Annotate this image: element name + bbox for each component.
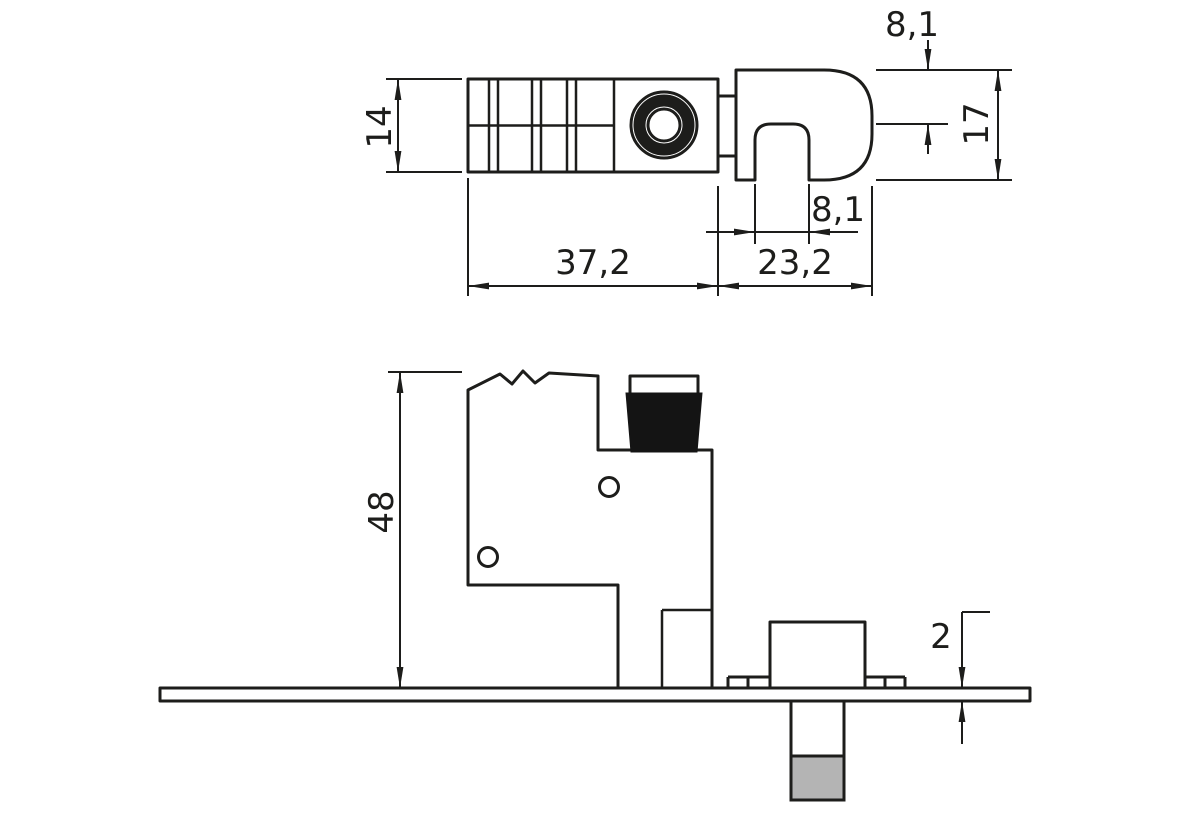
bolt-threaded-end xyxy=(789,754,846,802)
knob-cap xyxy=(628,374,700,396)
side-view xyxy=(158,369,1032,802)
hook xyxy=(716,68,874,182)
hook-outline xyxy=(734,68,874,182)
mounting-plate xyxy=(158,686,1032,703)
dim-label-overall-height: 48 xyxy=(362,490,402,534)
dim-label-hook-length: 23,2 xyxy=(757,243,833,283)
knob-body xyxy=(625,392,703,453)
hook-neck xyxy=(716,94,738,158)
adjustment-knob xyxy=(625,374,703,453)
clamp-block xyxy=(726,620,907,690)
top-view xyxy=(386,40,1012,296)
clamp-block-outline xyxy=(768,620,867,690)
top-view-dimensions xyxy=(386,40,1012,296)
dim-label-hook-gap: 8,1 xyxy=(810,190,866,230)
dim-label-hook-top-inset: 8,1 xyxy=(884,5,940,45)
dim-label-hook-height: 17 xyxy=(957,102,997,146)
dim-label-body-length: 37,2 xyxy=(555,243,631,283)
bushing-bore xyxy=(646,107,682,143)
dim-label-body-height: 14 xyxy=(360,105,400,149)
screw-hole xyxy=(598,476,620,498)
side-view-dimensions xyxy=(388,371,990,744)
cylinder-body xyxy=(466,77,720,174)
bolt xyxy=(789,699,846,802)
screw-hole xyxy=(477,546,499,568)
bushing-ring xyxy=(633,94,695,156)
dim-label-plate-thickness: 2 xyxy=(930,617,952,657)
